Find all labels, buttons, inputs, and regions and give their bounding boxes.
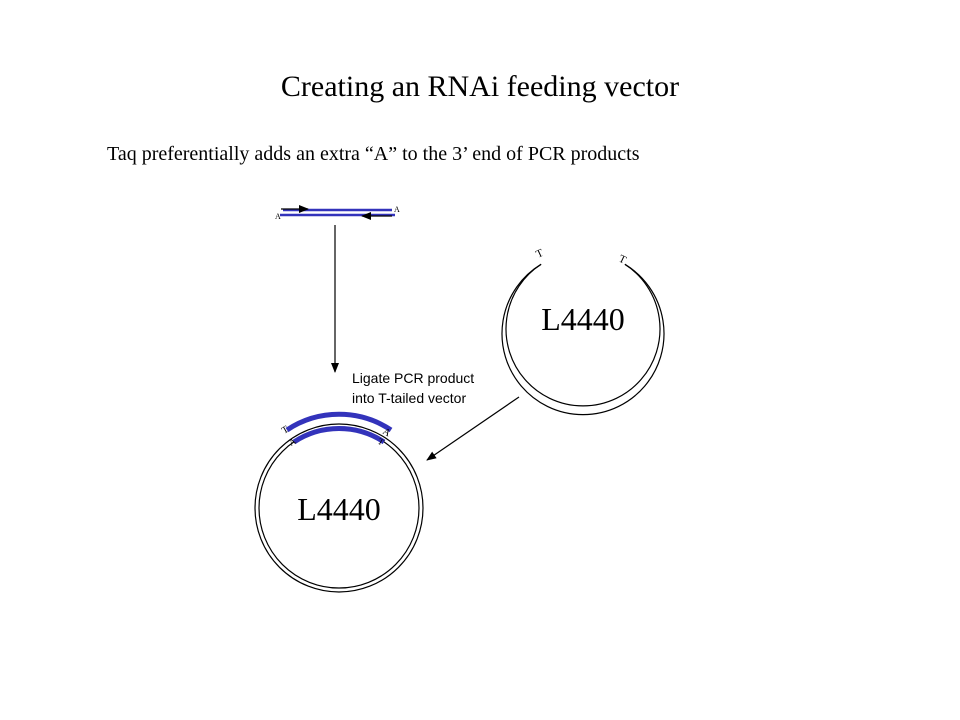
plasmid-top: T T L4440 (501, 247, 665, 416)
insert-inner-strand (292, 426, 386, 445)
ligate-note-line1: Ligate PCR product (352, 370, 475, 386)
vector-t-overhang-left: T (534, 247, 545, 261)
vector-top-label: L4440 (541, 301, 625, 337)
pcr-product: A A (275, 205, 400, 221)
ligate-note-line2: into T-tailed vector (352, 390, 467, 406)
insert-right-t: T (376, 436, 386, 448)
plasmid-bottom-outer-ring (254, 423, 424, 593)
ligate-note: Ligate PCR product into T-tailed vector (352, 368, 474, 408)
ligation-arrow (426, 396, 520, 461)
page-title: Creating an RNAi feeding vector (280, 70, 680, 103)
vector-t-overhang-right: T (617, 253, 628, 267)
insert-left-t: T (280, 424, 291, 437)
pcr-overhang-left: A (275, 212, 281, 221)
vector-bottom-label: L4440 (297, 491, 381, 527)
pcr-overhang-right: A (394, 205, 400, 214)
subtitle: Taq preferentially adds an extra “A” to … (107, 143, 640, 165)
plasmid-bottom: T A A T L4440 (254, 411, 424, 593)
insert-outer-strand (285, 411, 393, 433)
plasmid-top-inner-ring (505, 263, 661, 407)
insert-left-a: A (287, 436, 298, 448)
plasmid-top-outer-ring (501, 263, 665, 416)
